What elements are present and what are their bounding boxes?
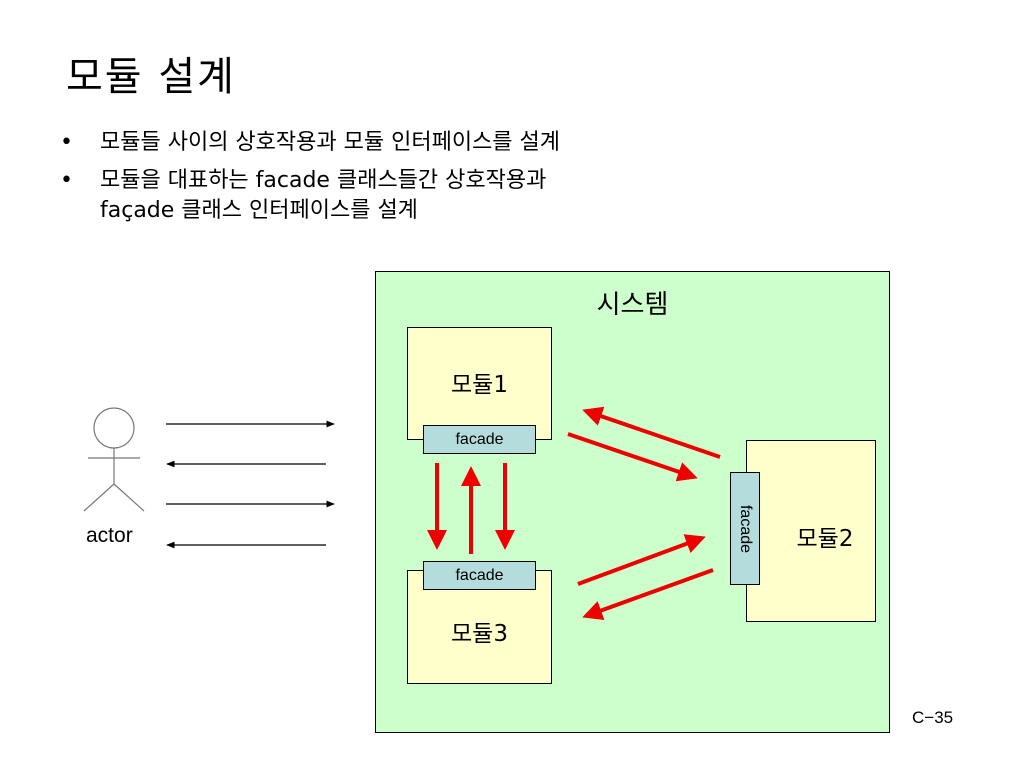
page-number: C−35 — [912, 708, 954, 727]
bullet-item: • 모듈들 사이의 상호작용과 모듈 인터페이스를 설계 — [60, 128, 560, 158]
stick-figure-icon — [83, 407, 145, 512]
bullet-item: • 모듈을 대표하는 facade 클래스들간 상호작용과 façade 클래스… — [60, 166, 560, 226]
module-1-label: 모듈1 — [451, 371, 508, 398]
bullet-marker: • — [60, 168, 73, 193]
bullet-marker: • — [60, 130, 73, 155]
bullet-text: 모듈들 사이의 상호작용과 모듈 인터페이스를 설계 — [100, 130, 561, 155]
module-2-box: 모듈2 — [746, 440, 876, 622]
slide-title: 모듈 설계 — [66, 54, 236, 100]
module2-to-module1-arrow — [582, 406, 721, 459]
module-1-facade: facade — [423, 425, 536, 454]
module3-to-module2-arrow — [577, 534, 706, 586]
module-2-facade: facade — [730, 472, 760, 585]
module-3-label: 모듈3 — [451, 621, 508, 647]
module-1-box: 모듈1 — [407, 327, 552, 440]
module2-to-module3-arrow — [582, 568, 714, 620]
module1-to-module2-arrow — [567, 432, 698, 482]
bullet-list: • 모듈들 사이의 상호작용과 모듈 인터페이스를 설계 • 모듈을 대표하는 … — [60, 128, 560, 234]
bullet-text: 모듈을 대표하는 facade 클래스들간 상호작용과 façade 클래스 인… — [100, 168, 547, 223]
system-label: 시스템 — [596, 290, 669, 320]
module-3-facade: facade — [423, 561, 536, 590]
facade-3-label: facade — [455, 566, 504, 584]
module-2-label: 모듈2 — [796, 526, 854, 552]
facade-1-label: facade — [455, 430, 504, 448]
actor-label: actor — [86, 524, 133, 547]
